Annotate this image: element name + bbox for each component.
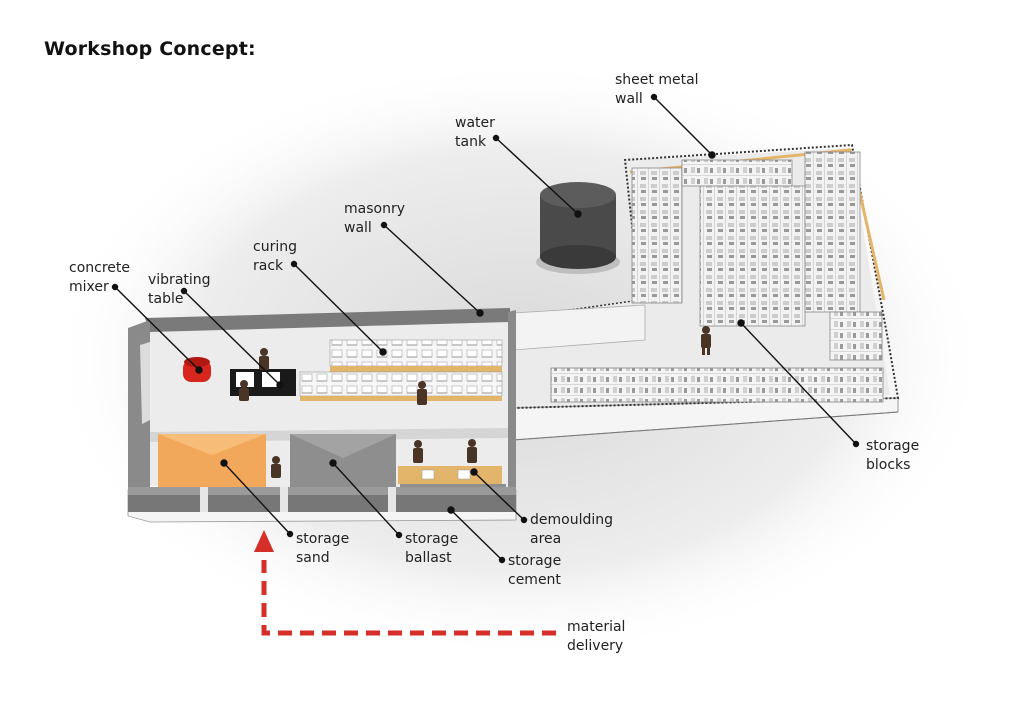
label-storage-sand: storage sand [296, 530, 349, 568]
label-line: storage [866, 438, 920, 454]
label-water-tank: water tank [455, 114, 495, 152]
block-stack-top [681, 159, 793, 187]
label-line: rack [253, 258, 284, 274]
vibrating-table-shape [230, 369, 296, 396]
label-line: sheet metal [615, 72, 699, 88]
block-stack-center [699, 185, 806, 327]
label-sheet-metal-wall: sheet metal wall [615, 71, 699, 109]
label-line: mixer [69, 279, 109, 295]
water-tank [536, 182, 620, 274]
label-line: cement [508, 572, 561, 588]
label-line: storage [296, 531, 350, 547]
label-line: table [148, 291, 184, 307]
label-line: water [455, 115, 495, 131]
label-line: concrete [69, 260, 130, 276]
page-title: Workshop Concept: [44, 38, 256, 60]
label-line: ballast [405, 550, 452, 566]
label-line: material [567, 619, 626, 635]
label-curing-rack: curing rack [253, 238, 297, 276]
workshop-building [127, 308, 517, 523]
label-storage-blocks: storage blocks [866, 437, 919, 475]
demoulding-table [398, 466, 502, 484]
label-line: masonry [344, 201, 405, 217]
workers [239, 348, 477, 478]
label-line: wall [344, 220, 372, 236]
label-concrete-mixer: concrete mixer [69, 259, 130, 297]
label-storage-ballast: storage ballast [405, 530, 458, 568]
label-vibrating-table: vibrating table [148, 271, 211, 309]
label-line: vibrating [148, 272, 211, 288]
label-material-delivery: material delivery [567, 618, 625, 656]
label-masonry-wall: masonry wall [344, 200, 405, 238]
label-storage-cement: storage cement [508, 552, 561, 590]
label-line: storage [508, 553, 562, 569]
label-line: sand [296, 550, 330, 566]
storage-yard [512, 143, 900, 441]
label-line: demoulding [530, 512, 614, 528]
label-line: storage [405, 531, 459, 547]
block-stack-left [631, 167, 683, 304]
leader-lines [111, 93, 860, 564]
label-line: delivery [567, 638, 624, 654]
label-line: blocks [866, 457, 911, 473]
curing-rack-bottom [299, 371, 503, 397]
block-stack-front [550, 367, 884, 403]
label-line: wall [615, 91, 643, 107]
label-line: curing [253, 239, 297, 255]
curing-rack-top [329, 339, 503, 367]
worker-figure [701, 326, 711, 355]
material-delivery-arrow [254, 530, 556, 636]
label-line: tank [455, 134, 487, 150]
block-stack-corner [829, 311, 883, 361]
label-line: area [530, 531, 562, 547]
block-stack-right [804, 151, 861, 313]
label-demoulding-area: demoulding area [530, 511, 613, 549]
